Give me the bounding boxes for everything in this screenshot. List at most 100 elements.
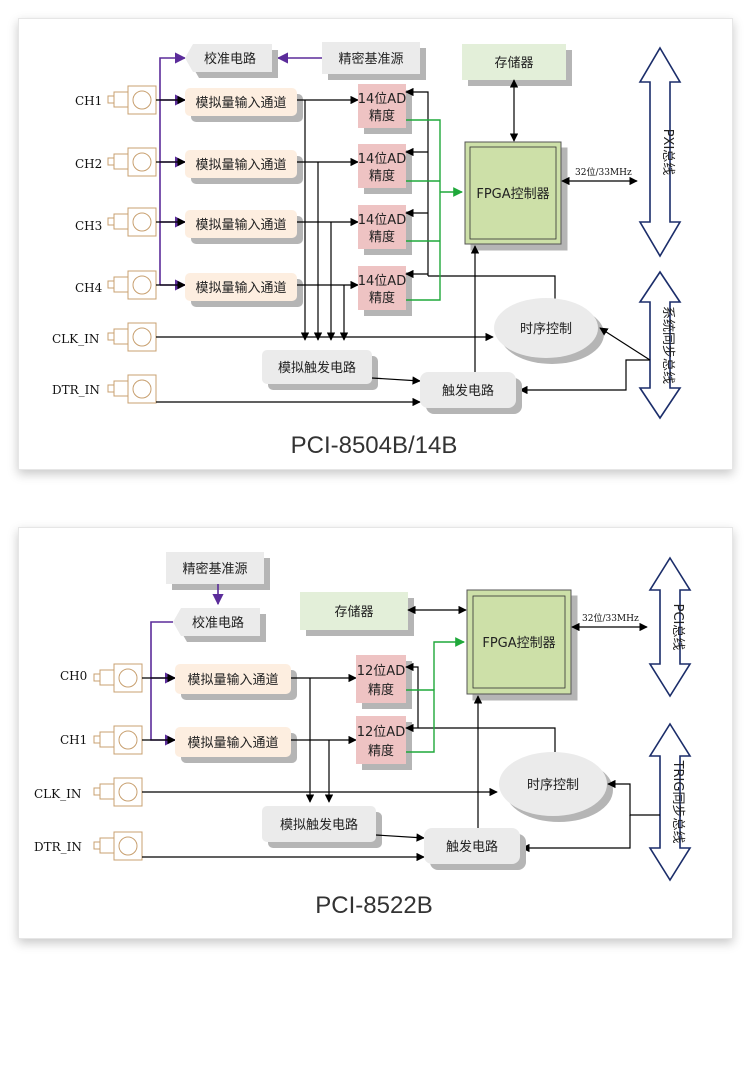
svg-text:时序控制: 时序控制 (527, 778, 579, 793)
svg-text:存储器: 存储器 (334, 605, 373, 620)
ad-converter: 14位AD 精度 (358, 205, 406, 249)
bnc-connector-icon (93, 663, 143, 693)
clk-in-row: CLK_IN (52, 322, 494, 352)
svg-text:精度: 精度 (369, 229, 395, 245)
svg-text:DTR_IN: DTR_IN (52, 383, 100, 397)
channel-row: CH3 模拟量输入通道 (75, 207, 297, 238)
ad-converter: 12位AD 精度 (356, 716, 406, 764)
svg-text:CH1: CH1 (75, 94, 102, 108)
bnc-connector-icon (107, 322, 157, 352)
memory-block: 存储器 (462, 44, 566, 80)
calibration-circuit: 校准电路 (173, 608, 260, 636)
svg-text:模拟触发电路: 模拟触发电路 (280, 817, 358, 833)
svg-text:精度: 精度 (369, 108, 395, 124)
signal-lines (297, 95, 359, 341)
bnc-connector-icon (107, 374, 157, 404)
svg-text:精密基准源: 精密基准源 (338, 51, 403, 67)
svg-text:系统同步总线: 系统同步总线 (660, 306, 675, 384)
ad-converters: 12位AD 精度 12位AD 精度 (356, 655, 406, 764)
precision-reference: 精密基准源 (322, 42, 420, 74)
ad-converter: 14位AD 精度 (358, 84, 406, 128)
svg-text:精度: 精度 (369, 168, 395, 184)
channel-rows: CH0 模拟量输入通道 CH1 (60, 663, 291, 757)
svg-text:校准电路: 校准电路 (204, 51, 256, 67)
svg-text:存储器: 存储器 (494, 56, 533, 71)
channel-row: CH0 模拟量输入通道 (60, 663, 291, 694)
svg-text:14位AD: 14位AD (358, 152, 406, 167)
svg-text:模拟量输入通道: 模拟量输入通道 (187, 735, 278, 751)
svg-text:FPGA控制器: FPGA控制器 (482, 636, 555, 651)
analog-input-channel: 模拟量输入通道 (175, 727, 291, 757)
bnc-connector-icon (93, 777, 143, 807)
dtr-in-row: DTR_IN (34, 831, 425, 862)
timing-control: 时序控制 (499, 752, 607, 816)
channel-row: CH2 模拟量输入通道 (75, 147, 297, 178)
svg-text:精度: 精度 (368, 743, 394, 759)
analog-input-channel: 模拟量输入通道 (185, 210, 297, 238)
svg-text:CH3: CH3 (75, 219, 102, 233)
trigger-link (371, 376, 421, 385)
trigger-link (375, 833, 425, 842)
bnc-connector-icon (107, 207, 157, 237)
svg-text:模拟量输入通道: 模拟量输入通道 (187, 672, 278, 688)
diagram-pci-8522b: 精密基准源 校准电路 存储器 CH0 (34, 552, 692, 919)
diagram-title: PCI-8504B/14B (291, 432, 458, 459)
analog-input-channel: 模拟量输入通道 (185, 150, 297, 178)
svg-text:DTR_IN: DTR_IN (34, 840, 82, 854)
trigger-circuit: 触发电路 (424, 828, 520, 864)
svg-text:触发电路: 触发电路 (446, 839, 498, 855)
svg-text:CH4: CH4 (75, 281, 103, 295)
sync-bus-arrow: TRIG同步总线 (648, 722, 692, 882)
pci-bus-arrow: PCI总线 (648, 556, 692, 698)
svg-text:时序控制: 时序控制 (520, 322, 572, 337)
clock-lines (405, 662, 556, 752)
precision-reference: 精密基准源 (166, 552, 264, 584)
clk-in-row: CLK_IN (34, 777, 498, 807)
sync-links (521, 779, 660, 853)
bnc-connector-icon (93, 831, 143, 861)
svg-text:14位AD: 14位AD (358, 213, 406, 228)
analog-trigger-circuit: 模拟触发电路 (262, 350, 372, 384)
svg-text:14位AD: 14位AD (358, 274, 406, 289)
svg-text:精度: 精度 (368, 682, 394, 698)
signal-lines (291, 673, 357, 803)
ad-converter: 14位AD 精度 (358, 144, 406, 188)
svg-text:FPGA控制器: FPGA控制器 (476, 187, 549, 202)
svg-text:12位AD: 12位AD (357, 725, 405, 740)
svg-text:触发电路: 触发电路 (442, 383, 494, 399)
bus-width-label: 32位/33MHz (582, 612, 639, 624)
analog-input-channel: 模拟量输入通道 (175, 664, 291, 694)
diagram-pci-8504b: 校准电路 精密基准源 存储器 CH1 模拟量 (52, 42, 682, 459)
timing-control: 时序控制 (494, 298, 598, 358)
sync-links (519, 327, 651, 395)
data-lines (406, 637, 465, 753)
bnc-connector-icon (107, 147, 157, 177)
svg-text:模拟量输入通道: 模拟量输入通道 (195, 217, 286, 233)
svg-text:CLK_IN: CLK_IN (34, 787, 81, 801)
ad-converter: 12位AD 精度 (356, 655, 406, 703)
svg-text:CH0: CH0 (60, 669, 87, 683)
channel-row: CH1 模拟量输入通道 (60, 725, 291, 757)
svg-text:模拟量输入通道: 模拟量输入通道 (195, 280, 286, 296)
ad-converters: 14位AD 精度 14位AD 精度 14位AD 精度 14位AD 精度 (358, 84, 406, 310)
bus-width-label: 32位/33MHz (575, 166, 632, 178)
channel-row: CH1 模拟量输入通道 (75, 85, 297, 116)
dtr-in-row: DTR_IN (52, 374, 421, 407)
fpga-controller: FPGA控制器 (466, 589, 572, 695)
bnc-connector-icon (107, 85, 157, 115)
memory-block: 存储器 (300, 592, 408, 630)
trigger-circuit: 触发电路 (420, 372, 516, 408)
svg-text:模拟量输入通道: 模拟量输入通道 (195, 95, 286, 111)
svg-text:14位AD: 14位AD (358, 92, 406, 107)
analog-input-channel: 模拟量输入通道 (185, 273, 297, 301)
svg-text:12位AD: 12位AD (357, 664, 405, 679)
clock-lines (405, 87, 556, 300)
channel-rows: CH1 模拟量输入通道 CH2 (75, 85, 297, 301)
svg-text:模拟量输入通道: 模拟量输入通道 (195, 157, 286, 173)
calibration-circuit: 校准电路 (185, 44, 272, 72)
pxi-bus-arrow: PXI总线 (638, 46, 682, 258)
calibration-bus (150, 621, 177, 746)
analog-trigger-circuit: 模拟触发电路 (262, 806, 376, 842)
svg-text:模拟触发电路: 模拟触发电路 (278, 360, 356, 376)
